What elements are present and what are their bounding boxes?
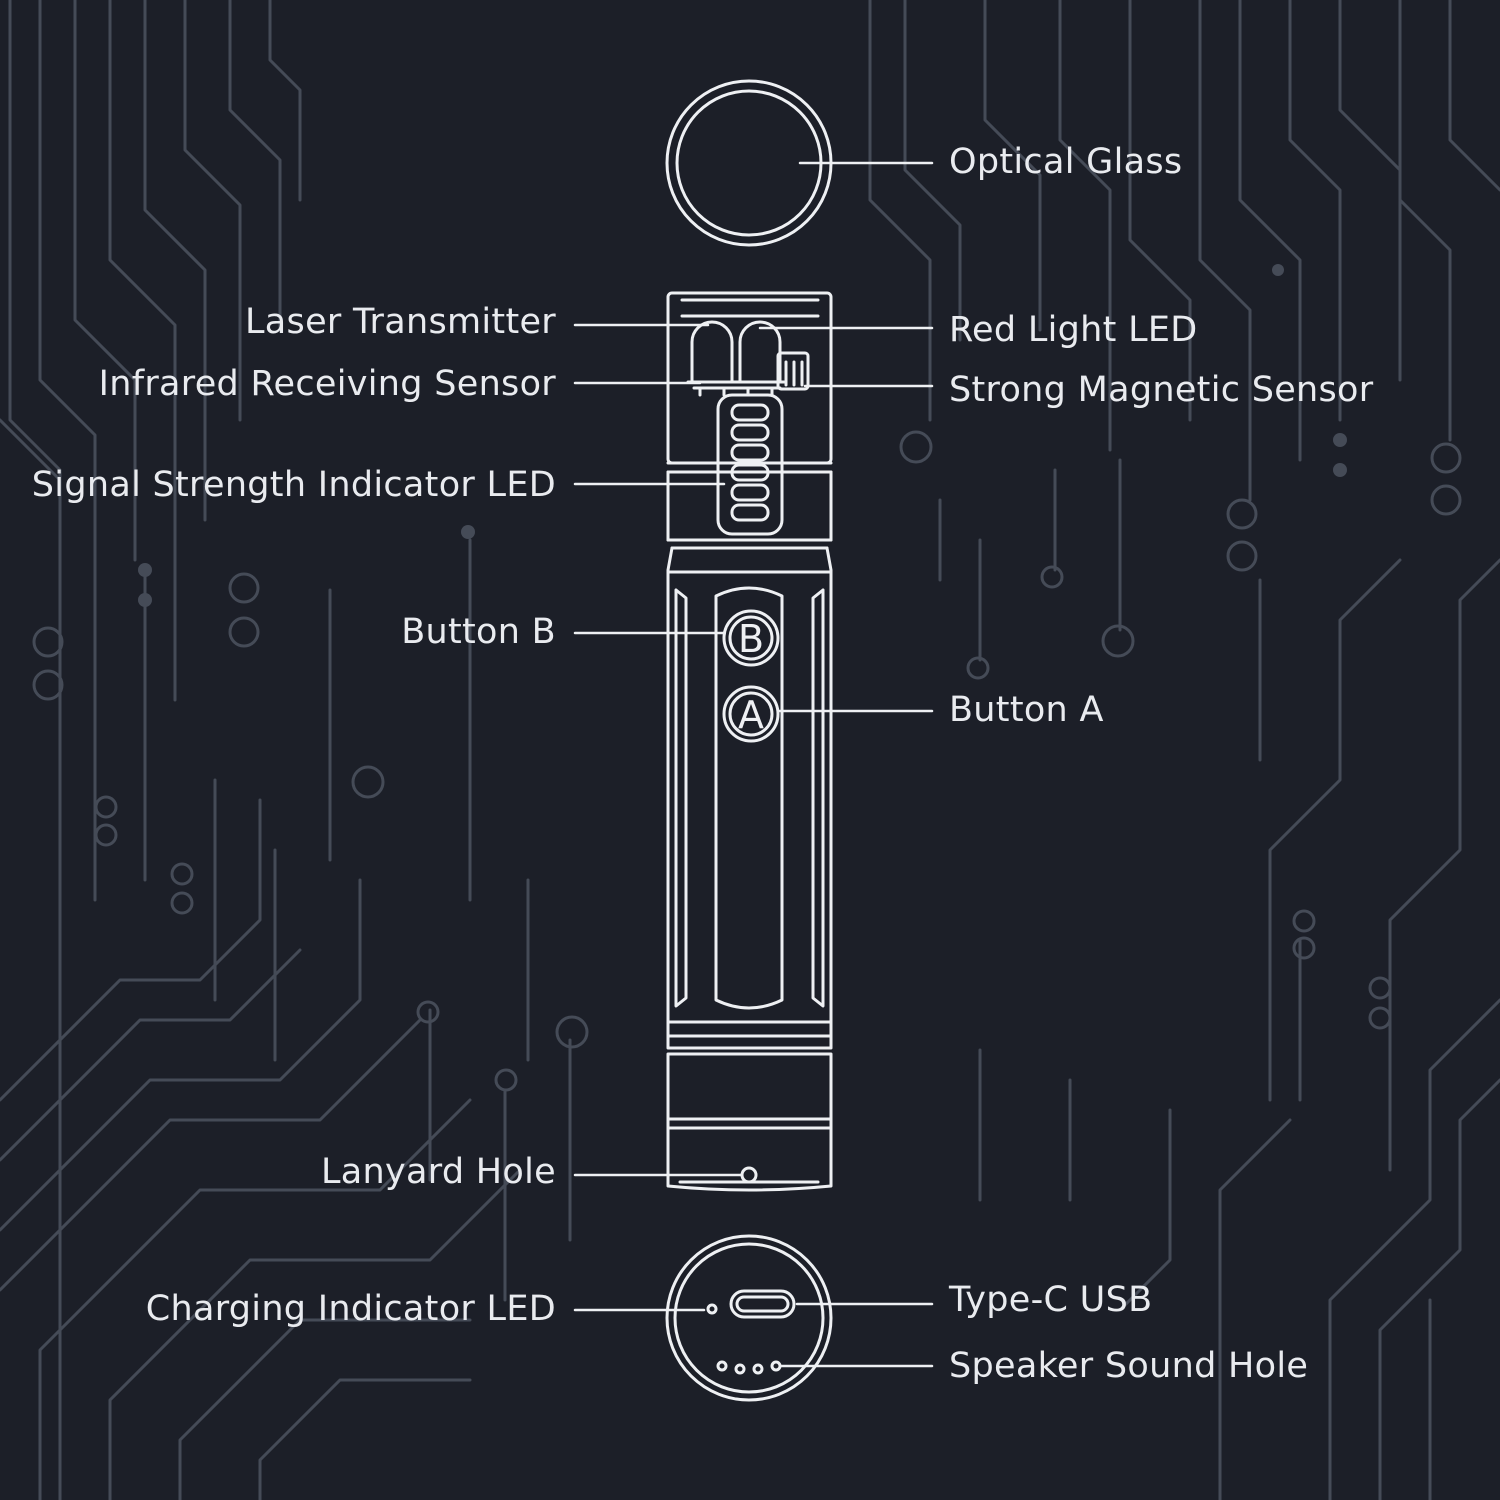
signal-strength-indicator [716,393,784,536]
circuit-dots [138,264,1347,607]
button-a-letter: A [738,693,764,737]
label-optical-glass: Optical Glass [949,142,1183,182]
circuit-traces-left [0,0,572,1500]
device-head [666,291,833,550]
button-a[interactable] [722,685,780,743]
label-type-c-usb: Type-C USB [949,1280,1153,1320]
label-laser-transmitter: Laser Transmitter [244,302,556,342]
usb-c-port-icon [729,1289,796,1319]
label-speaker-sound-hole: Speaker Sound Hole [949,1346,1309,1386]
label-red-light-led: Red Light LED [949,310,1198,350]
label-signal-strength-indicator-led: Signal Strength Indicator LED [31,465,556,505]
label-button-a: Button A [949,690,1104,730]
circuit-nodes [32,430,1462,1092]
right-grip-groove [811,588,825,1008]
button-strip [714,586,784,1010]
left-grip-groove [674,588,688,1008]
button-b[interactable] [722,609,780,667]
label-infrared-receiving-sensor: Infrared Receiving Sensor [98,364,556,404]
label-lanyard-hole: Lanyard Hole [321,1152,556,1192]
charging-led [706,1303,718,1315]
button-b-letter: B [738,617,764,661]
red-light-led-bulb [738,320,782,384]
led-bulbs [686,320,786,397]
label-strong-magnetic-sensor: Strong Magnetic Sensor [949,370,1374,410]
device-body [666,546,833,1024]
label-charging-indicator-led: Charging Indicator LED [145,1289,556,1329]
leader-lines [573,161,934,1368]
magnetic-sensor [776,351,810,391]
laser-transmitter-bulb [690,320,734,384]
label-button-b: Button B [401,612,556,652]
lanyard-hole [740,1166,758,1184]
device-tail [666,1020,833,1192]
circuit-traces-right [868,0,1500,1500]
end-cap [665,1234,833,1402]
